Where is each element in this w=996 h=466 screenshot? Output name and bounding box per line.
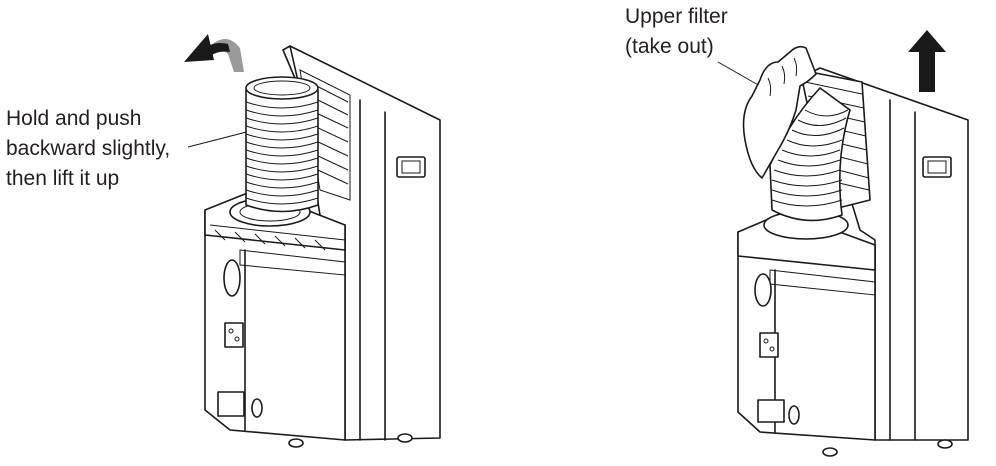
curved-arrow-backward-icon bbox=[184, 34, 244, 72]
instruction-label: Hold and push backward slightly, then li… bbox=[6, 104, 170, 194]
upper-filter-label: Upper filter (take out) bbox=[625, 2, 728, 62]
instruction-line-1: Hold and push bbox=[6, 107, 142, 130]
exhaust-hose bbox=[245, 89, 319, 213]
left-air-conditioner-unit bbox=[184, 34, 441, 448]
arrow-up-icon bbox=[908, 30, 946, 92]
hand bbox=[742, 45, 817, 179]
upper-filter-line-2: (take out) bbox=[625, 35, 714, 58]
instruction-line-3: then lift it up bbox=[6, 167, 120, 190]
instruction-line-2: backward slightly, bbox=[6, 137, 171, 160]
leader-line bbox=[717, 61, 761, 87]
upper-filter-line-1: Upper filter bbox=[625, 5, 728, 28]
right-air-conditioner-unit bbox=[717, 30, 969, 457]
